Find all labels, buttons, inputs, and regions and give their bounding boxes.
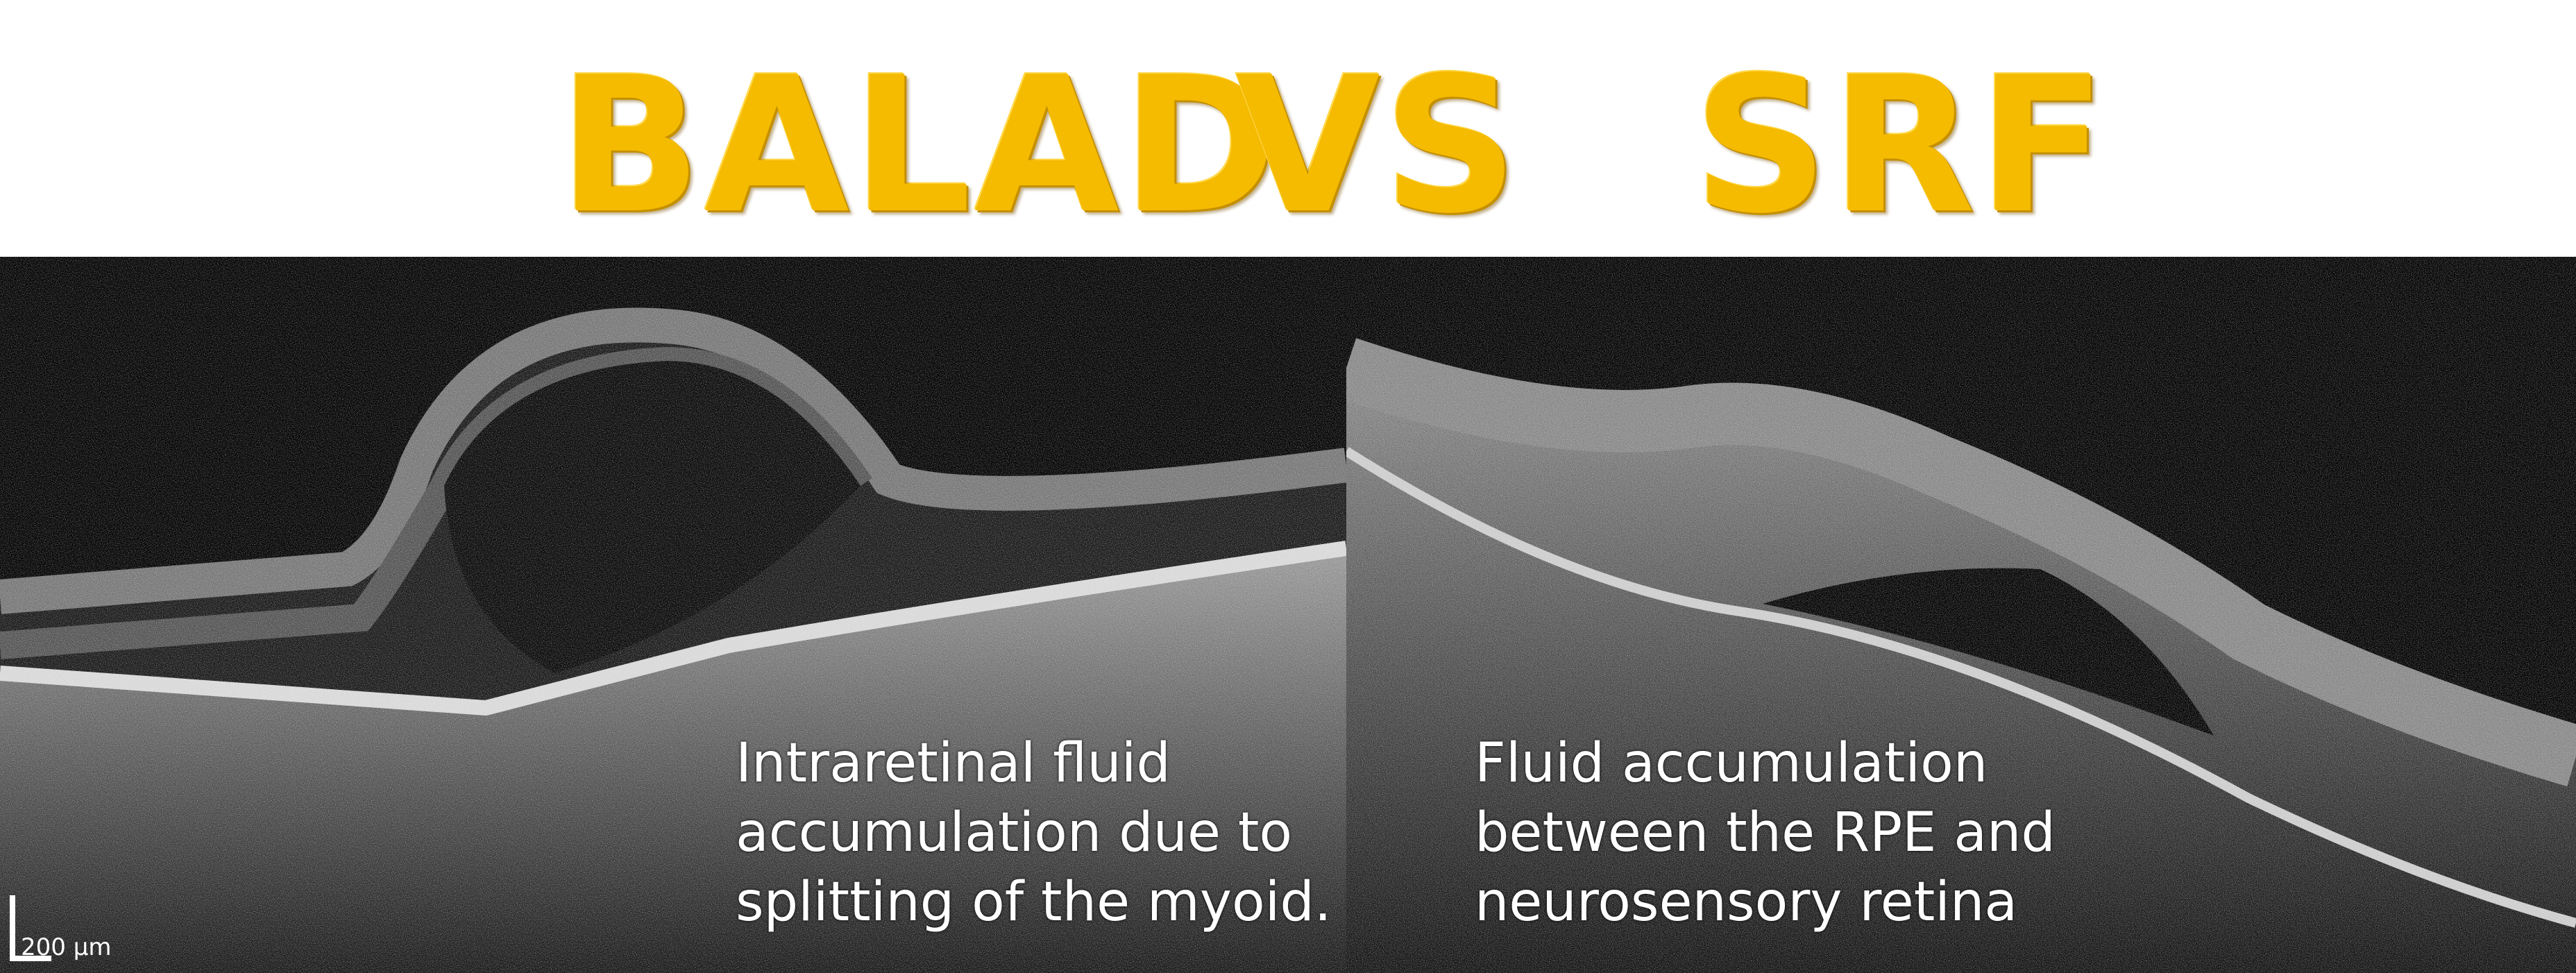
caption-line: accumulation due to [736, 802, 1293, 864]
caption-balad: Intraretinal fluid accumulation due to s… [736, 729, 1332, 937]
caption-line: Intraretinal fluid [736, 732, 1171, 795]
scale-bar-horizontal [10, 956, 51, 961]
caption-srf: Fluid accumulation between the RPE and n… [1475, 729, 2056, 937]
title-vs: VS [1235, 36, 1521, 255]
caption-line: Fluid accumulation [1475, 732, 1988, 795]
caption-line: neurosensory retina [1475, 871, 2018, 933]
title-srf: SRF [1693, 36, 2109, 255]
scale-bar-vertical [10, 895, 15, 961]
title-balad: BALAD [559, 36, 1280, 255]
caption-line: splitting of the myoid. [736, 871, 1332, 933]
oct-scan-balad [0, 257, 1346, 973]
oct-scan-srf [1346, 257, 2576, 973]
scale-bar-label: 200 µm [21, 933, 112, 961]
caption-line: between the RPE and [1475, 802, 2056, 864]
